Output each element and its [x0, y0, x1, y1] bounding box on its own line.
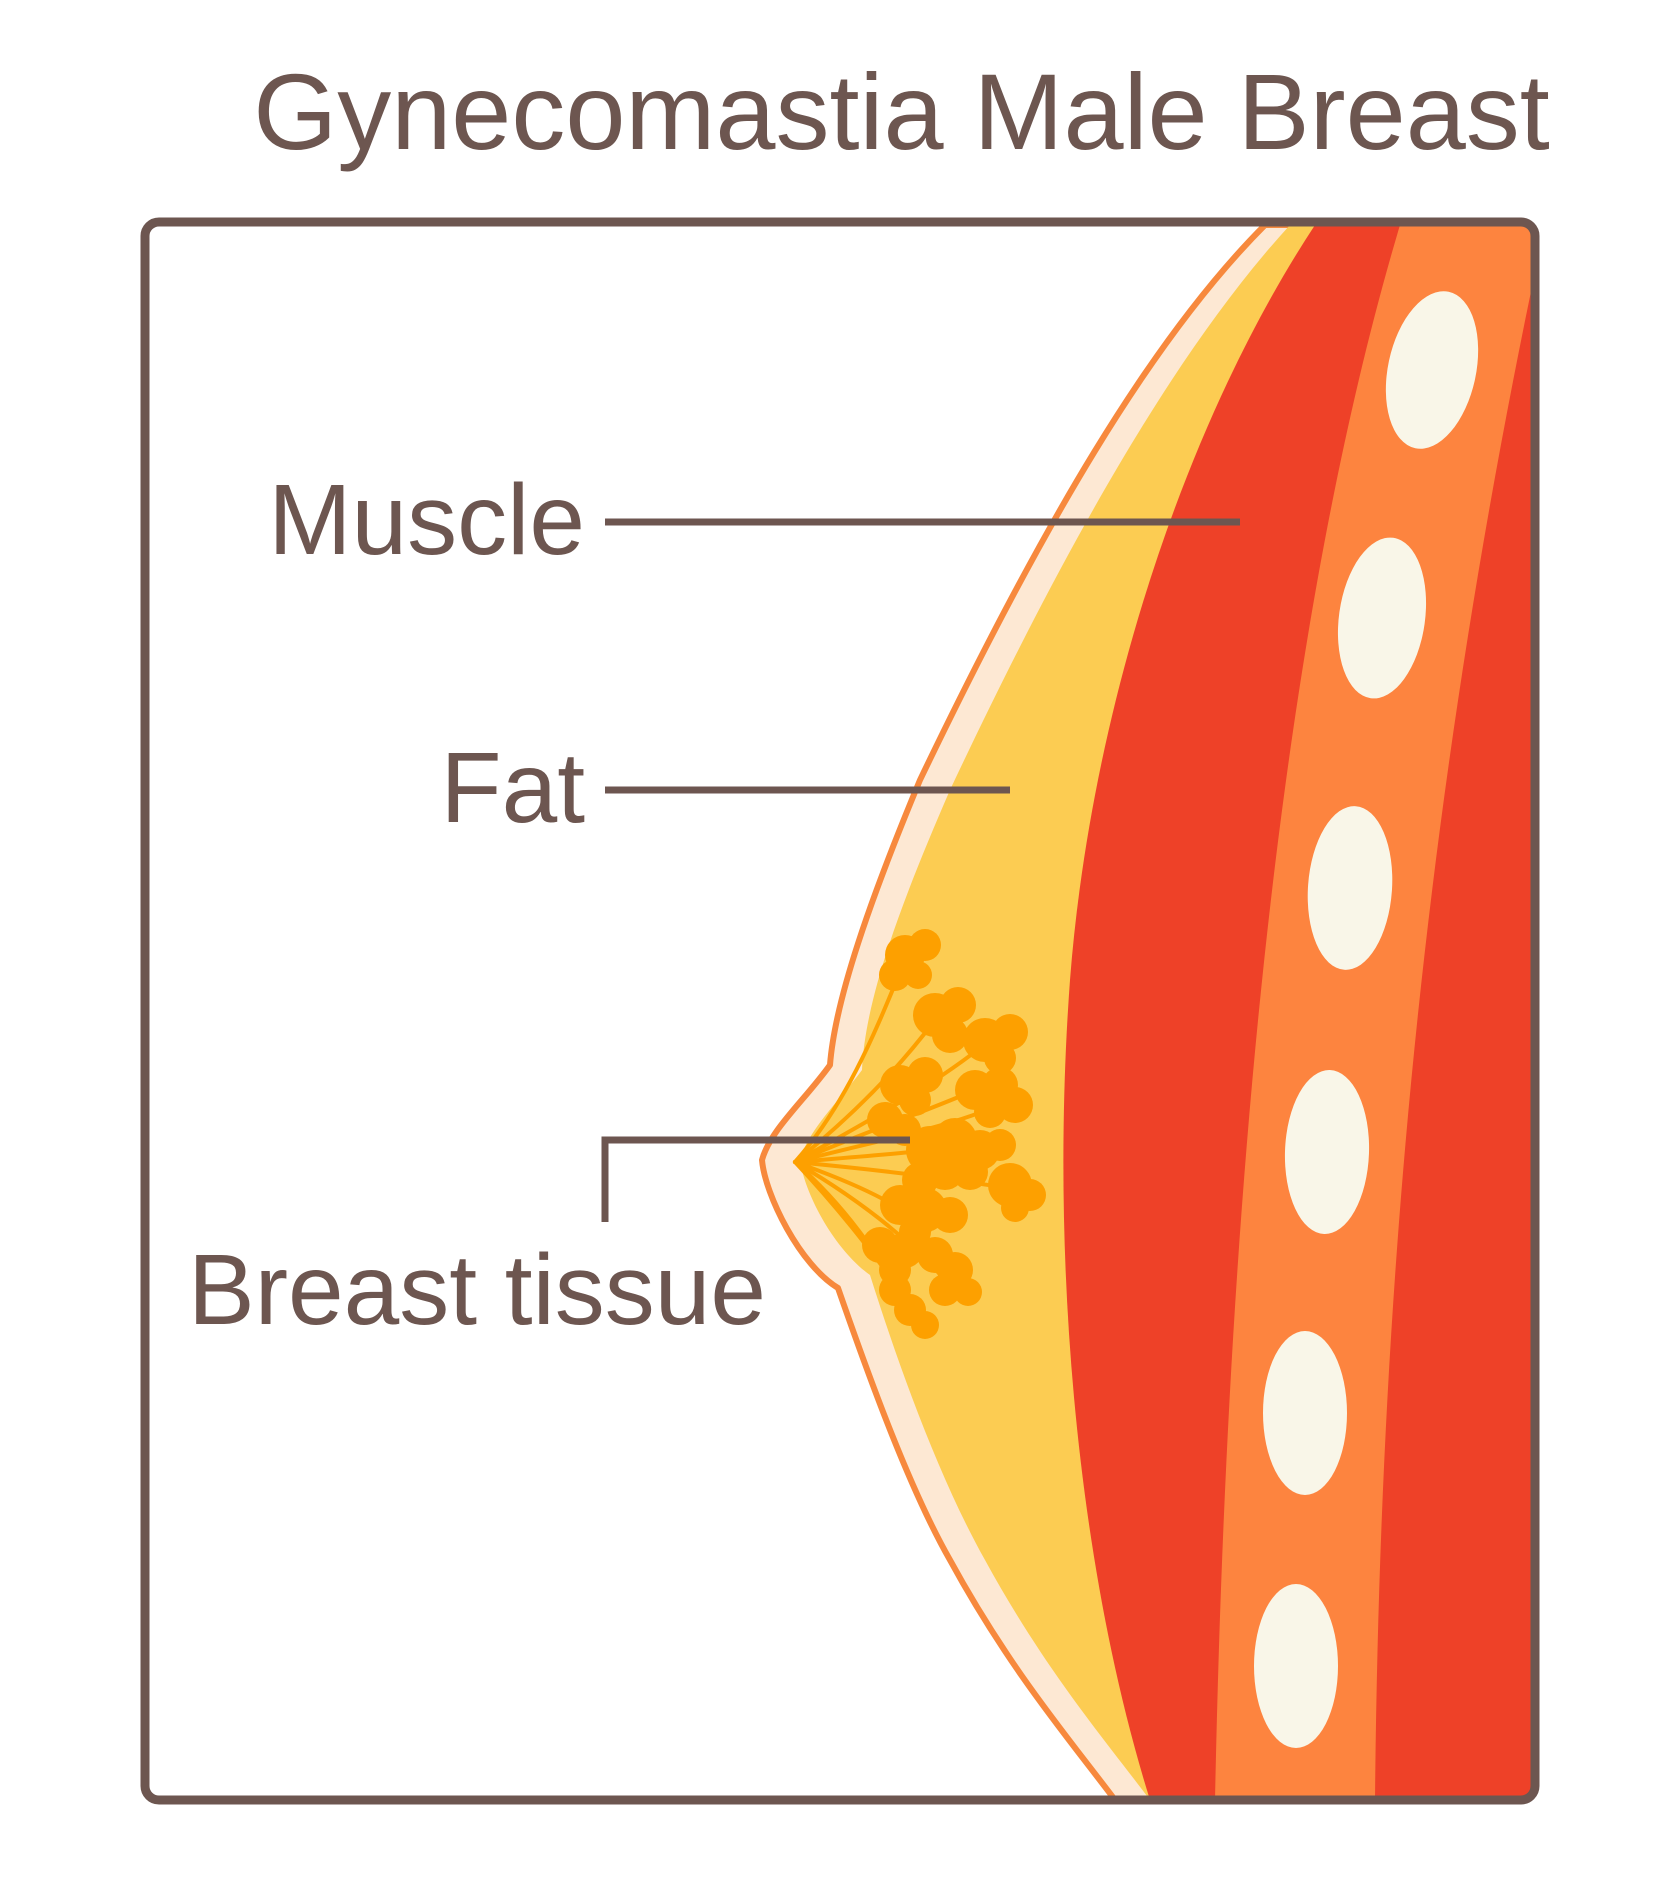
rib-6	[1254, 1584, 1338, 1748]
breast-tissue-leader-line	[601, 1136, 910, 1222]
breast-tissue-glands	[793, 929, 1046, 1339]
rib-5	[1263, 1331, 1347, 1495]
breast-tissue-label: Breast tissue	[188, 1234, 767, 1346]
fat-label: Fat	[440, 732, 585, 844]
muscle-label: Muscle	[268, 464, 585, 576]
rib-1	[1385, 291, 1479, 449]
diagram-frame	[140, 217, 1540, 1805]
page-title: Gynecomastia Male Breast	[253, 51, 1550, 172]
rib-2	[1337, 537, 1427, 699]
rib-4	[1284, 1070, 1370, 1234]
rib-3	[1307, 806, 1393, 970]
ribs	[1254, 291, 1479, 1748]
